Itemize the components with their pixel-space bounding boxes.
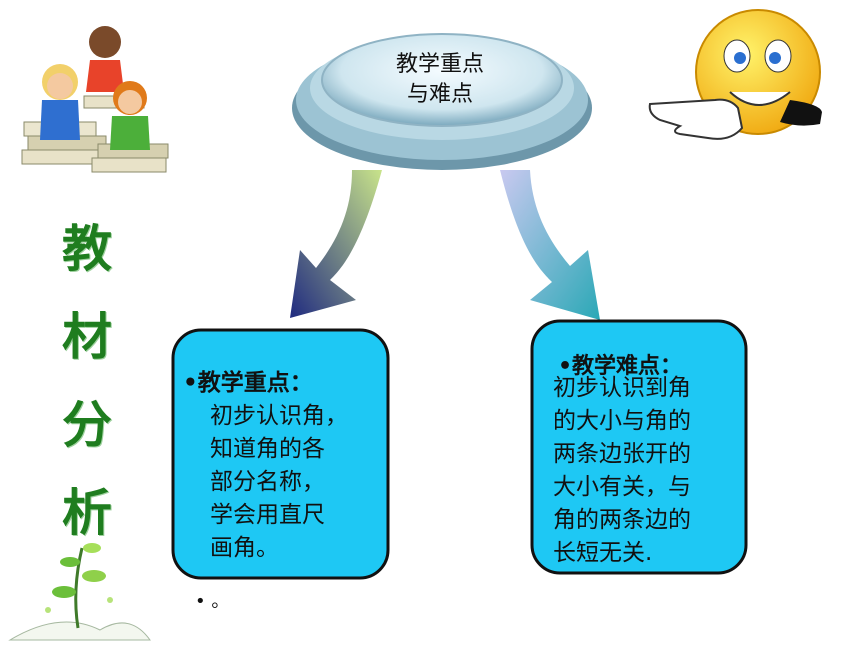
right-box-line: 初步认识到角 — [553, 375, 691, 401]
left-box-line: 学会用直尺 — [210, 502, 325, 528]
right-box-line: 的大小与角的 — [553, 408, 691, 434]
sprout-book-icon — [8, 543, 151, 641]
left-arrow — [290, 170, 382, 318]
oval-label-line2: 与难点 — [406, 82, 473, 107]
right-arrow — [500, 170, 600, 320]
left-box — [171, 328, 390, 580]
left-box-body: 初步认识角， 知道角的各 部分名称， 学会用直尺 画角。 — [183, 400, 368, 565]
right-box — [530, 319, 748, 575]
right-box-line: 两条边张开的 — [553, 441, 691, 467]
right-box-line: 大小有关，与 — [553, 474, 691, 500]
left-box-heading: •教学重点： — [183, 370, 313, 396]
right-box-line: 长短无关. — [553, 540, 653, 566]
kids-on-books-icon — [21, 26, 169, 173]
left-box-line: 画角。 — [210, 535, 279, 561]
oval-label-line1: 教学重点 — [395, 52, 484, 77]
left-box-content: •教学重点： 初步认识角， 知道角的各 部分名称， 学会用直尺 画角。 — [183, 367, 368, 565]
vertical-title-char: 析 — [62, 484, 112, 542]
smiley-pointing-hand-icon — [648, 9, 822, 140]
right-box-body: 初步认识到角 的大小与角的 两条边张开的 大小有关，与 角的两条边的 长短无关. — [553, 372, 738, 570]
left-box-line: 部分名称， — [210, 469, 325, 495]
left-box-line: 知道角的各 — [210, 436, 325, 462]
right-box-heading: •教学难点： — [558, 354, 683, 379]
oval-shape — [292, 33, 592, 170]
vertical-title-char: 材 — [62, 308, 112, 366]
vertical-title: 教 材 分 析 — [52, 205, 122, 557]
left-box-line: 初步认识角， — [210, 403, 348, 429]
vertical-title-char: 教 — [62, 220, 112, 278]
right-box-line: 角的两条边的 — [553, 507, 691, 533]
vertical-title-char: 分 — [62, 396, 112, 454]
oval-label: 教学重点 与难点 — [355, 50, 525, 110]
footnote: • 。 — [195, 591, 230, 612]
